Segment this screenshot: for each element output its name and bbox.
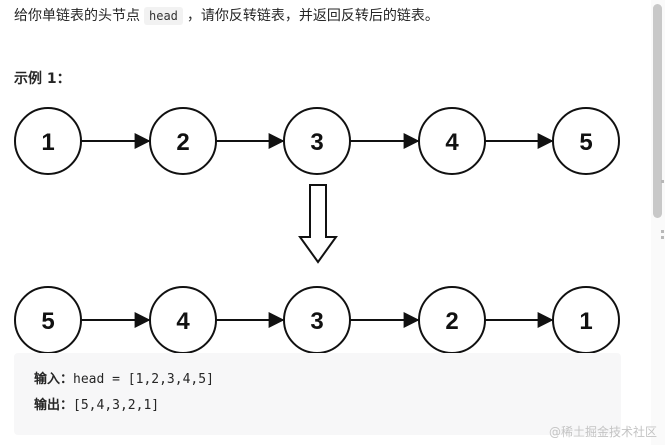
reverse-down-arrow: [298, 184, 338, 264]
scrollbar[interactable]: [651, 0, 665, 445]
scrollbar-thumb[interactable]: [653, 4, 662, 218]
example-code-block: 输入：head = [1,2,3,4,5] 输出：[5,4,3,2,1]: [14, 353, 621, 435]
output-value: [5,4,3,2,1]: [73, 398, 160, 413]
input-value: head = [1,2,3,4,5]: [73, 372, 214, 387]
output-list-node-label: 1: [579, 308, 592, 335]
input-list-node: [418, 107, 486, 175]
input-list-node: [283, 107, 351, 175]
input-list-node: [552, 107, 620, 175]
output-list-node-label: 5: [41, 308, 54, 335]
scroll-marker: [661, 230, 664, 233]
input-list-node: [149, 107, 217, 175]
watermark: @稀土掘金技术社区: [548, 425, 657, 439]
output-label: 输出：: [34, 398, 74, 413]
scroll-marker: [661, 236, 664, 239]
inline-code-head: head: [144, 7, 183, 25]
output-list-node-label: 4: [176, 308, 190, 335]
output-list-node-label: 3: [310, 308, 323, 335]
input-list-node-label: 5: [579, 129, 592, 156]
input-list-node: [14, 107, 82, 175]
output-list-node-label: 2: [445, 308, 458, 335]
output-line: 输出：[5,4,3,2,1]: [34, 393, 601, 419]
input-list-node-label: 4: [445, 129, 459, 156]
output-list-row: 5 4 3 2 1: [14, 286, 620, 354]
problem-text-before: 给你单链表的头节点: [14, 8, 140, 24]
input-list-node-label: 1: [41, 129, 54, 156]
input-line: 输入：head = [1,2,3,4,5]: [34, 367, 601, 393]
scroll-marker: [661, 180, 664, 183]
example-title: 示例 1：: [14, 71, 71, 87]
input-list-node-label: 2: [176, 129, 189, 156]
input-label: 输入：: [34, 372, 74, 387]
problem-text-after: ，请你反转链表，并返回反转后的链表。: [186, 8, 439, 24]
input-list-node-label: 3: [310, 129, 323, 156]
input-list-row: 1 2 3 4 5: [14, 107, 620, 175]
linked-list-diagram: 1 2 3 4 5 5 4 3 2 1: [14, 107, 620, 354]
